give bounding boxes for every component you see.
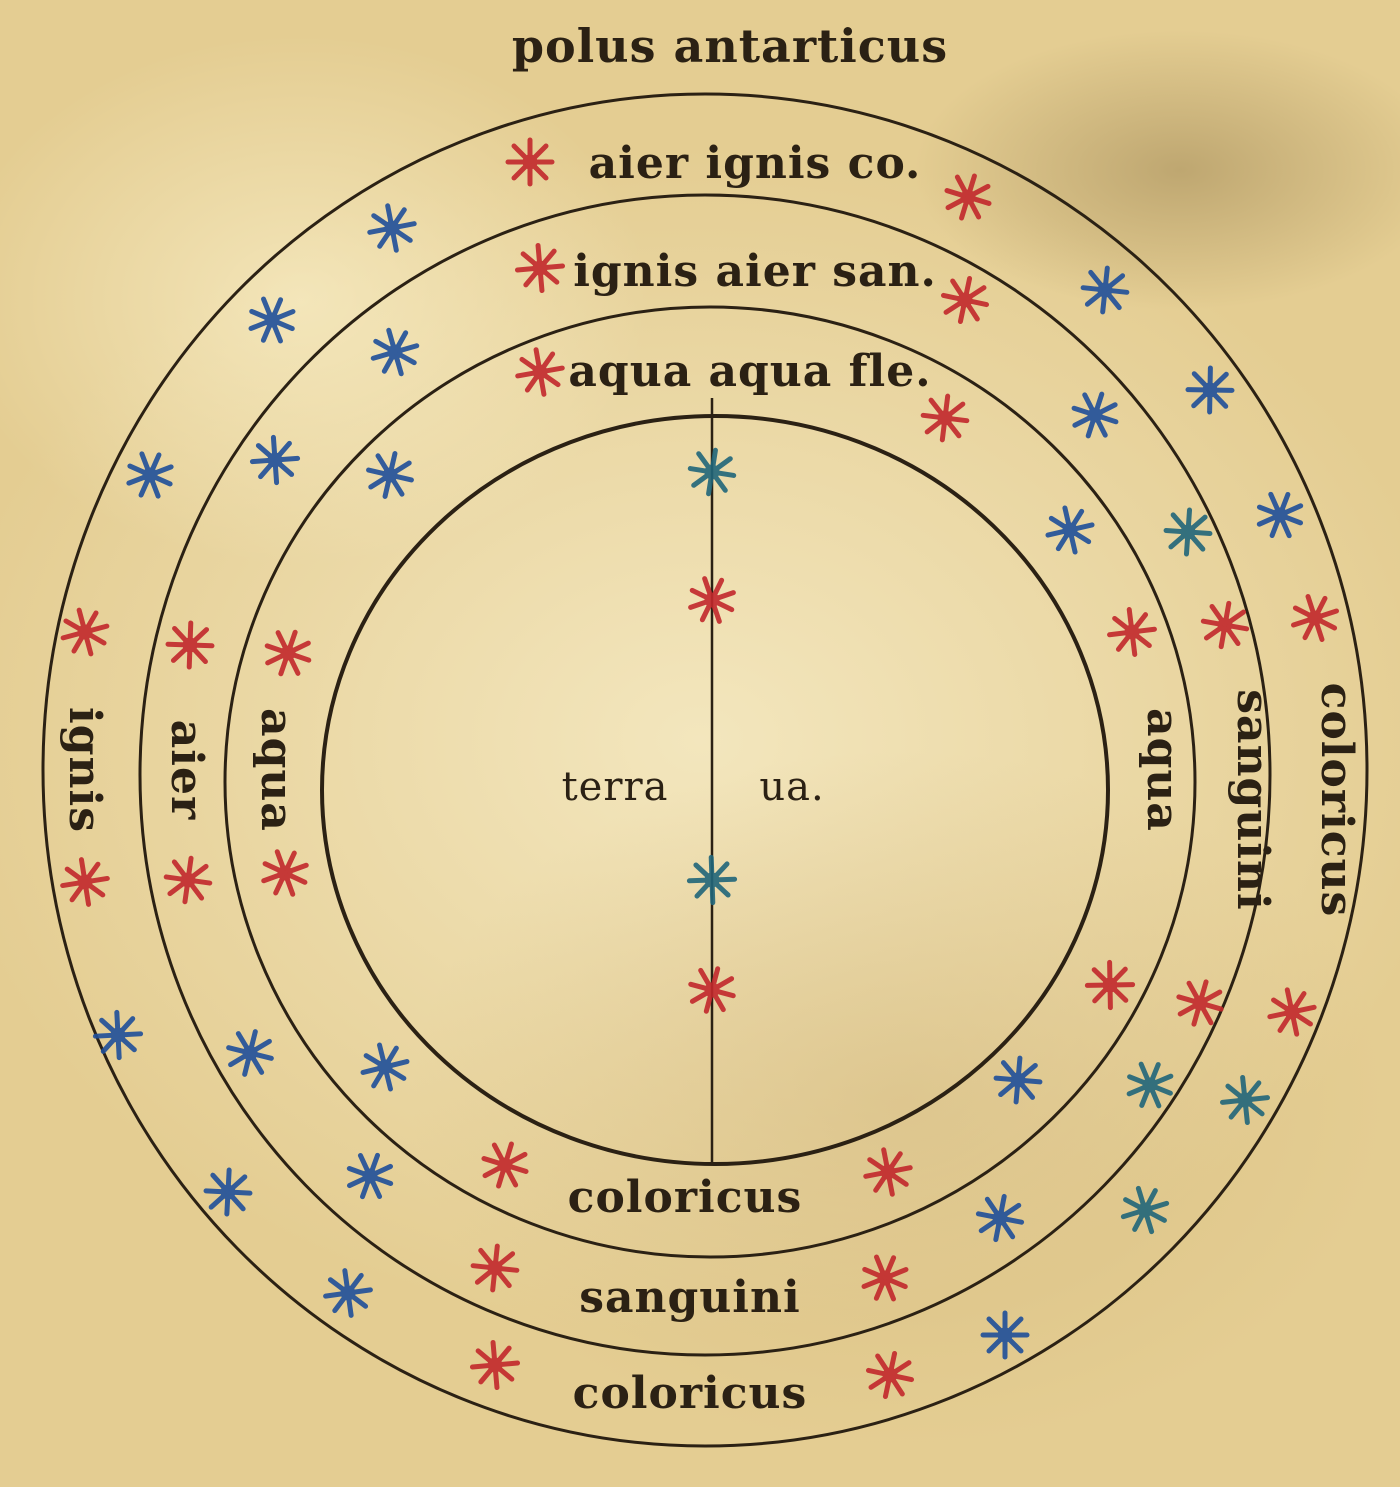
star-icon [260, 625, 316, 681]
star-icon [471, 1244, 519, 1292]
star-icon [464, 1334, 526, 1396]
star-icon [1200, 600, 1251, 651]
star-icon [121, 446, 179, 504]
star-icon [1173, 976, 1227, 1030]
right-middle-label: sanguini [1227, 689, 1278, 910]
right-inner-label: aqua [1137, 708, 1188, 832]
star-icon [681, 849, 743, 911]
star-icon [167, 622, 213, 668]
star-icon [243, 291, 301, 349]
star-icon [1214, 1069, 1276, 1131]
left-inner-label: aqua [251, 708, 302, 832]
right-outer-label: coloricus [1311, 683, 1362, 918]
star-icon [994, 1056, 1042, 1104]
star-icon [244, 429, 306, 491]
star-icon [509, 341, 570, 402]
star-icon [1285, 588, 1344, 647]
ring-group [41, 92, 1369, 1448]
star-icon [1040, 500, 1101, 561]
star-icon [163, 855, 213, 905]
star-icon [1101, 601, 1163, 663]
star-icon [1252, 487, 1309, 544]
star-icon [983, 1313, 1027, 1357]
second-ring [138, 193, 1272, 1357]
star-icon [87, 1004, 149, 1066]
top-inner-label: aqua aqua fle. [568, 346, 931, 397]
star-icon [1081, 266, 1129, 314]
star-icon [1067, 387, 1122, 442]
left-middle-label: aier [161, 720, 212, 820]
star-icon [1115, 1180, 1175, 1240]
star-icon [920, 393, 969, 442]
bottom-middle-label: sanguini [579, 1272, 800, 1323]
star-icon [864, 1349, 916, 1401]
star-icon [54, 851, 115, 912]
bottom-inner-label: coloricus [568, 1172, 803, 1223]
star-icon [342, 1148, 398, 1204]
star-icon [856, 1249, 914, 1307]
star-icon [205, 1169, 251, 1215]
pole-label: polus antarticus [512, 19, 948, 73]
star-icon [1188, 368, 1233, 413]
star-icon [364, 449, 417, 502]
star-icon [939, 274, 991, 326]
star-icon [509, 237, 571, 299]
star-icon [941, 170, 996, 225]
star-icon [317, 1262, 379, 1324]
star-icon [256, 844, 314, 902]
inner-earth-ring [320, 414, 1110, 1166]
star-icon [1079, 954, 1141, 1016]
star-icon [478, 1138, 533, 1193]
star-icon [508, 140, 552, 184]
star-icon [355, 1037, 415, 1097]
bottom-outer-label: coloricus [573, 1368, 808, 1419]
star-icon [365, 322, 425, 382]
top-middle-label: ignis aier san. [573, 246, 937, 297]
star-icon [223, 1026, 276, 1079]
star-icon [1165, 509, 1212, 556]
center-left-label: terra [562, 764, 669, 810]
star-icon [974, 1192, 1026, 1244]
left-outer-label: ignis [59, 707, 110, 833]
star-icon [857, 1141, 918, 1202]
star-icon [55, 602, 115, 662]
top-outer-label: aier ignis co. [589, 138, 922, 189]
outer-ring [41, 92, 1369, 1448]
third-ring [223, 305, 1197, 1259]
center-right-label: ua. [759, 764, 824, 810]
star-icon [361, 197, 422, 258]
